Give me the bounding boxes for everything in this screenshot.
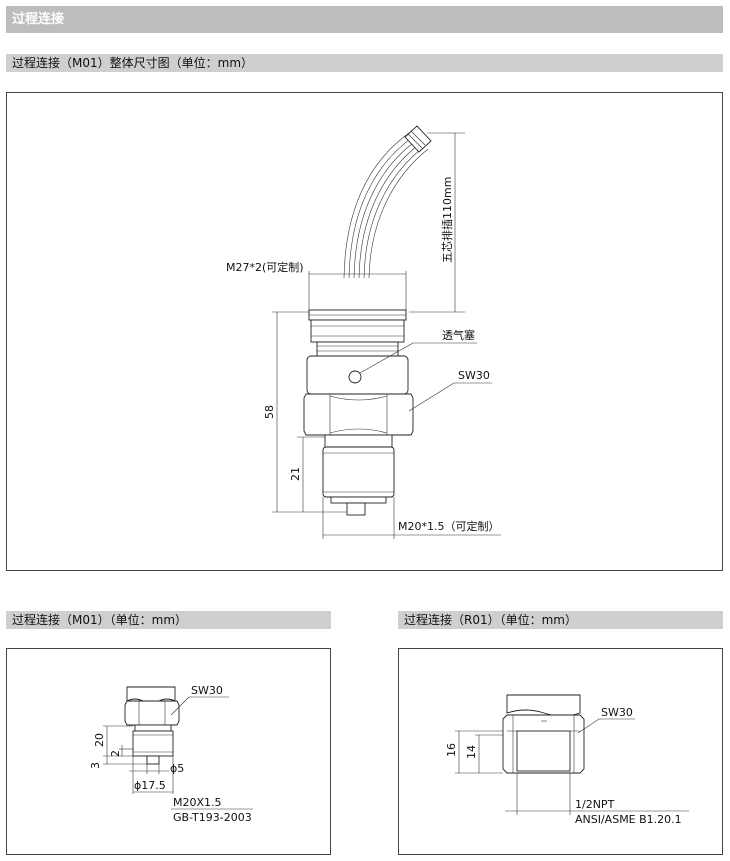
sensor-body: [303, 309, 414, 516]
r01-hex-label: SW30: [601, 706, 633, 719]
section-title: 过程连接: [12, 12, 65, 27]
r01-standard: ANSI/ASME B1.20.1: [575, 813, 682, 826]
cable-bundle: [343, 125, 432, 279]
m01-height-3: 3: [89, 762, 102, 769]
vent-label: 透气塞: [442, 328, 475, 342]
m01-standard: GB-T193-2003: [173, 811, 252, 824]
overall-drawing: 五芯排插110mm M27*2(可定制): [226, 125, 501, 539]
m01-drawing-panel: SW30 20 2 3 ϕ5 ϕ17.5 M20X1.5 GB-T193-200…: [6, 648, 331, 855]
m01-dia-5: ϕ5: [170, 762, 184, 775]
m01-subtitle-bar: 过程连接（M01）（单位：mm）: [6, 611, 331, 629]
m01-dia-175: ϕ17.5: [134, 779, 166, 792]
r01-thread: 1/2NPT: [575, 798, 615, 811]
overall-subtitle: 过程连接（M01）整体尺寸图（单位：mm）: [12, 56, 254, 70]
m01-thread: M20X1.5: [173, 796, 222, 809]
m01-height-20: 20: [93, 733, 106, 747]
section-title-bar: 过程连接: [6, 6, 723, 33]
r01-height-16: 16: [445, 743, 458, 757]
hex-label: SW30: [458, 369, 490, 382]
bottom-thread-label: M20*1.5（可定制）: [398, 519, 499, 533]
m01-hex-label: SW30: [191, 684, 223, 697]
r01-height-14: 14: [465, 745, 478, 759]
lower-height-label: 21: [289, 467, 302, 481]
overall-subtitle-bar: 过程连接（M01）整体尺寸图（单位：mm）: [6, 54, 723, 72]
cable-length-label: 五芯排插110mm: [440, 177, 454, 263]
r01-fitting: [502, 694, 585, 774]
total-height-label: 58: [263, 405, 276, 419]
r01-drawing-panel: SW30 16 14 1/2NPT ANSI/ASME B1.20.1: [398, 648, 723, 855]
m01-height-2: 2: [109, 750, 122, 757]
m01-fitting: [124, 686, 180, 765]
r01-drawing: SW30 16 14 1/2NPT ANSI/ASME B1.20.1: [445, 694, 689, 826]
top-thread-label: M27*2(可定制): [226, 260, 304, 274]
r01-subtitle: 过程连接（R01）（单位：mm）: [404, 613, 577, 627]
m01-subtitle: 过程连接（M01）（单位：mm）: [12, 613, 188, 627]
overall-drawing-panel: 五芯排插110mm M27*2(可定制): [6, 92, 723, 571]
m01-drawing: SW30 20 2 3 ϕ5 ϕ17.5 M20X1.5 GB-T193-200…: [89, 684, 253, 824]
r01-subtitle-bar: 过程连接（R01）（单位：mm）: [398, 611, 723, 629]
